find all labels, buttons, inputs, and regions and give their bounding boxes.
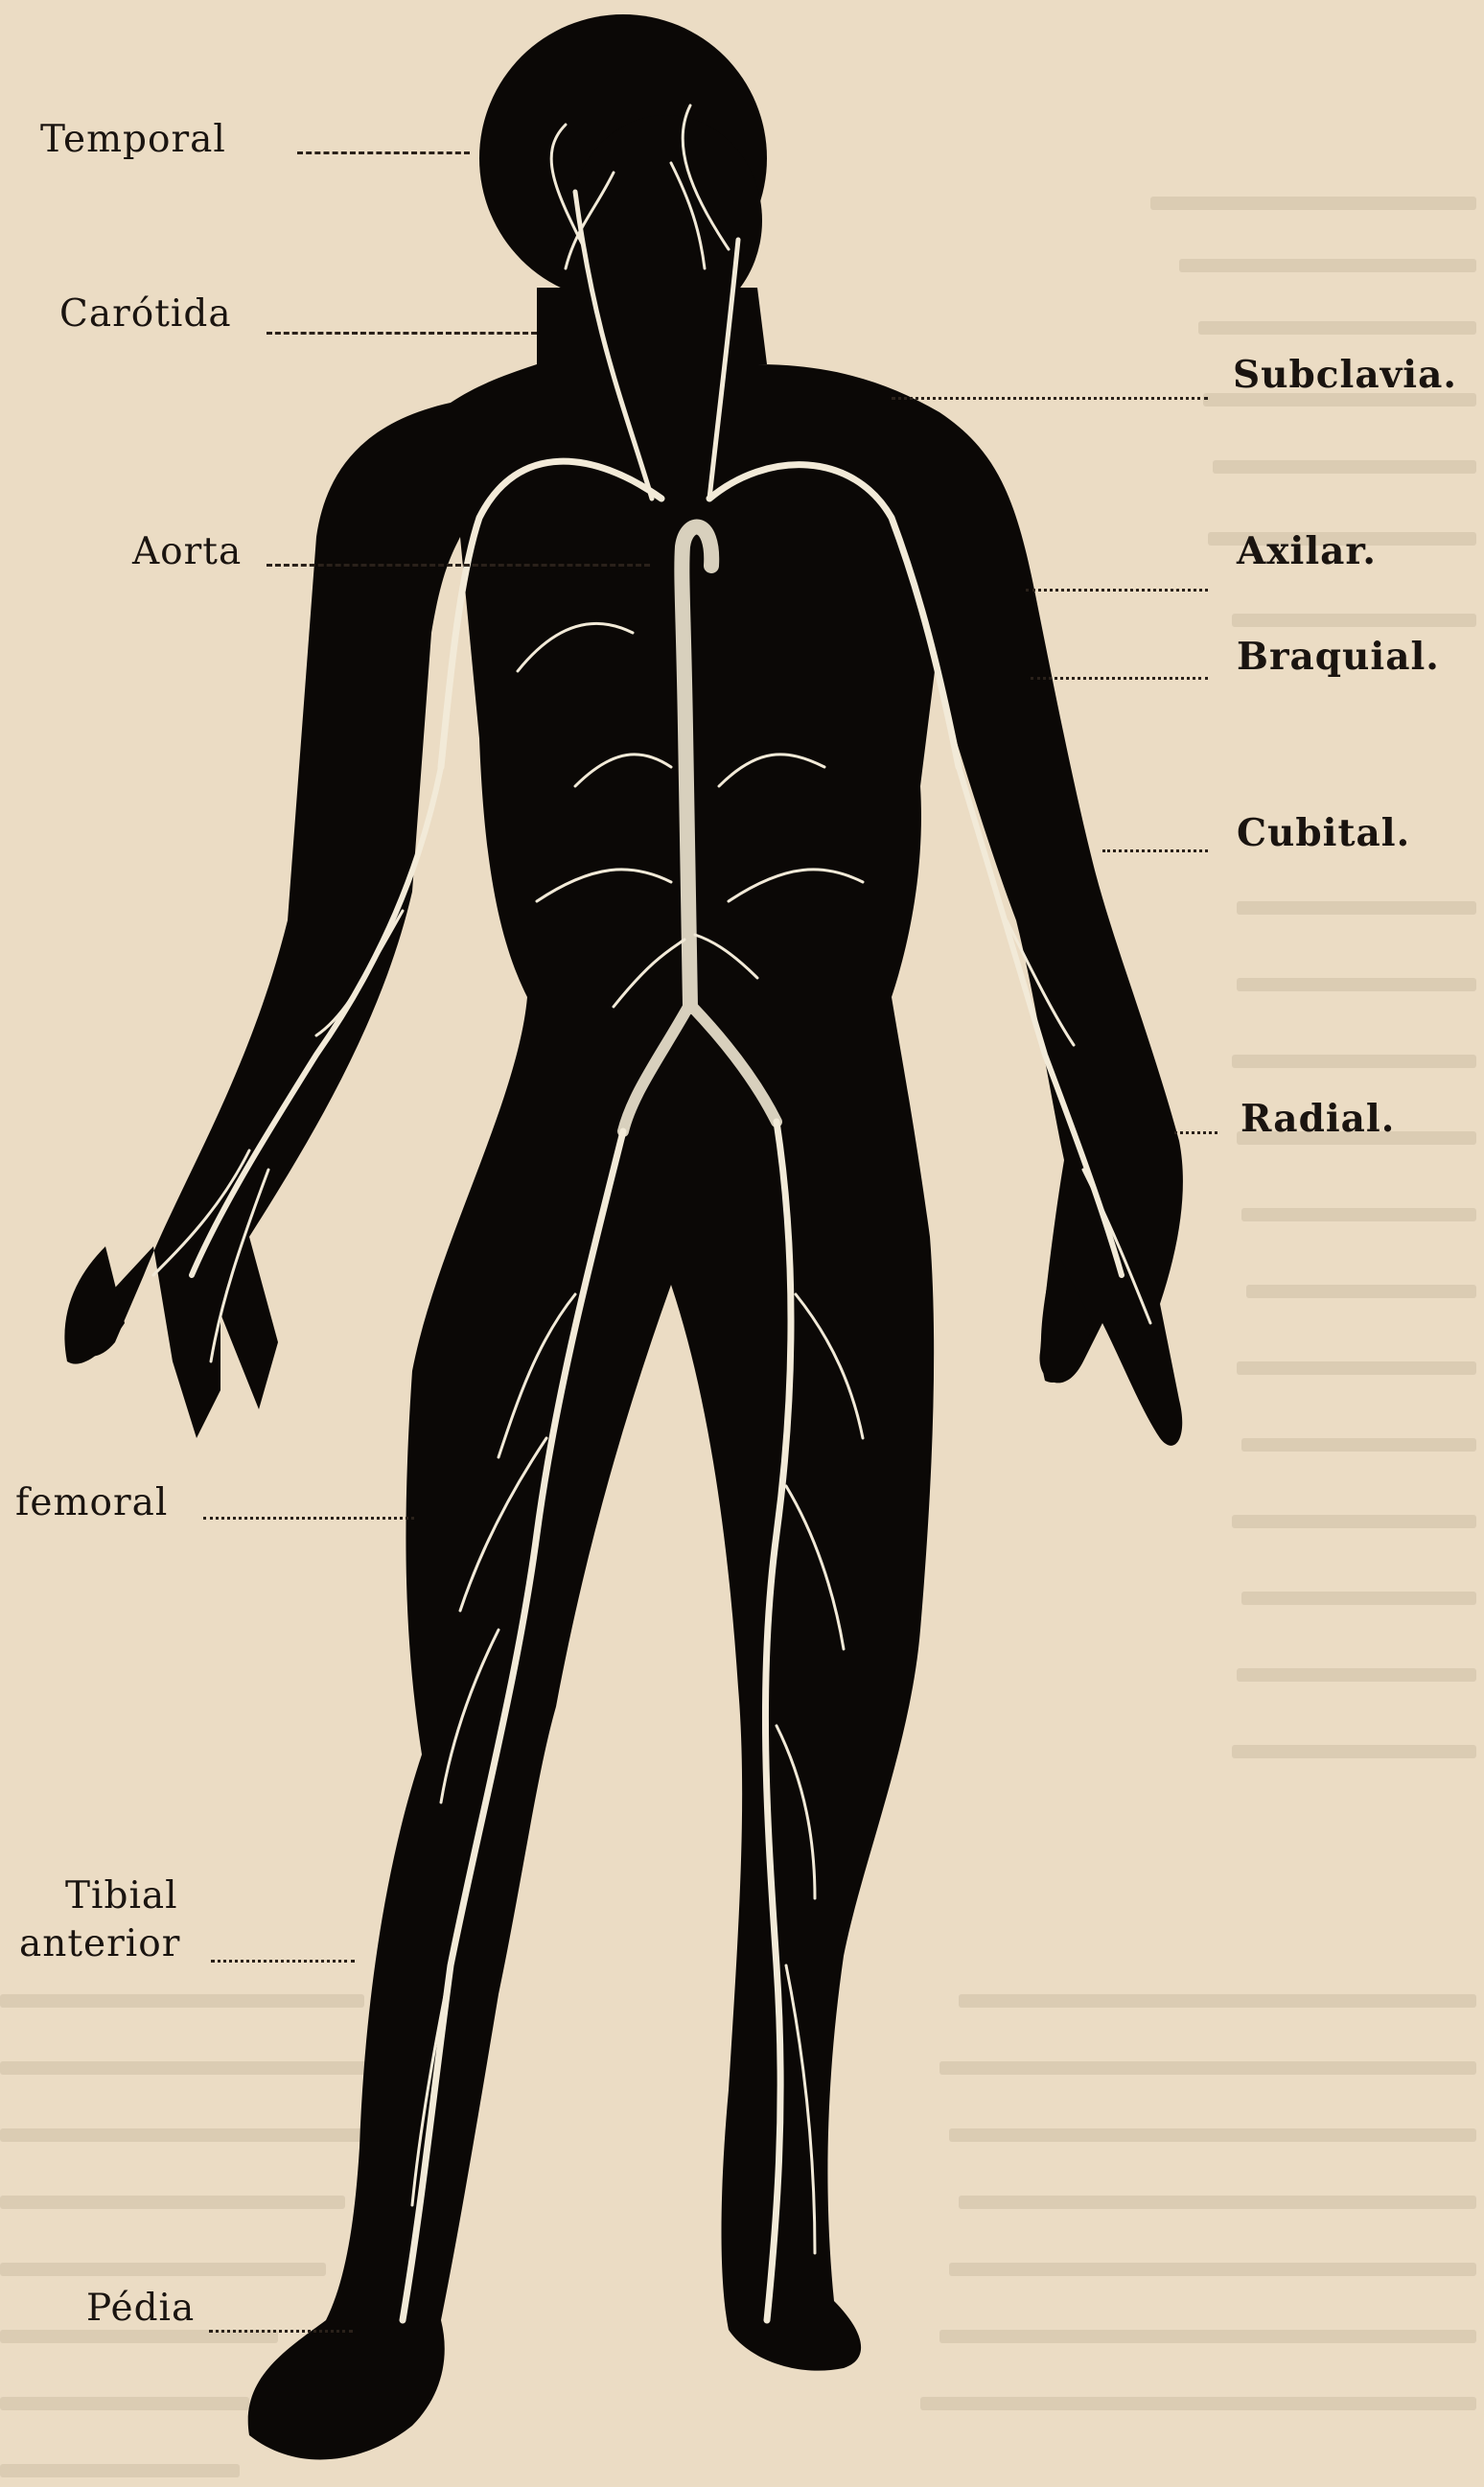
label-cubital: Cubital.: [1237, 815, 1410, 852]
label-axilar: Axilar.: [1237, 533, 1377, 570]
leader-radial: [1174, 1131, 1217, 1134]
label-braquial: Braquial.: [1237, 639, 1440, 676]
label-tibial-line2: anterior: [19, 1925, 180, 1963]
body-silhouette: [64, 14, 1183, 2459]
leader-carotida: [267, 332, 537, 335]
label-temporal: Temporal: [40, 121, 226, 158]
leader-subclavia: [892, 397, 1208, 400]
label-femoral: femoral: [15, 1484, 168, 1522]
leader-tibial-anterior: [211, 1960, 355, 1963]
leader-cubital: [1102, 849, 1208, 852]
leader-femoral: [203, 1517, 414, 1520]
label-carotida: Carótida: [59, 295, 232, 333]
leader-braquial: [1031, 677, 1208, 680]
label-radial: Radial.: [1241, 1101, 1395, 1138]
label-subclavia: Subclavia.: [1233, 357, 1457, 394]
leader-axilar: [1026, 589, 1208, 592]
leader-pedia: [209, 2330, 353, 2333]
label-pedia: Pédia: [86, 2289, 195, 2327]
label-aorta: Aorta: [132, 533, 242, 570]
label-tibial-line1: Tibial: [65, 1877, 178, 1915]
leader-temporal: [297, 151, 470, 154]
leader-aorta: [267, 564, 650, 567]
